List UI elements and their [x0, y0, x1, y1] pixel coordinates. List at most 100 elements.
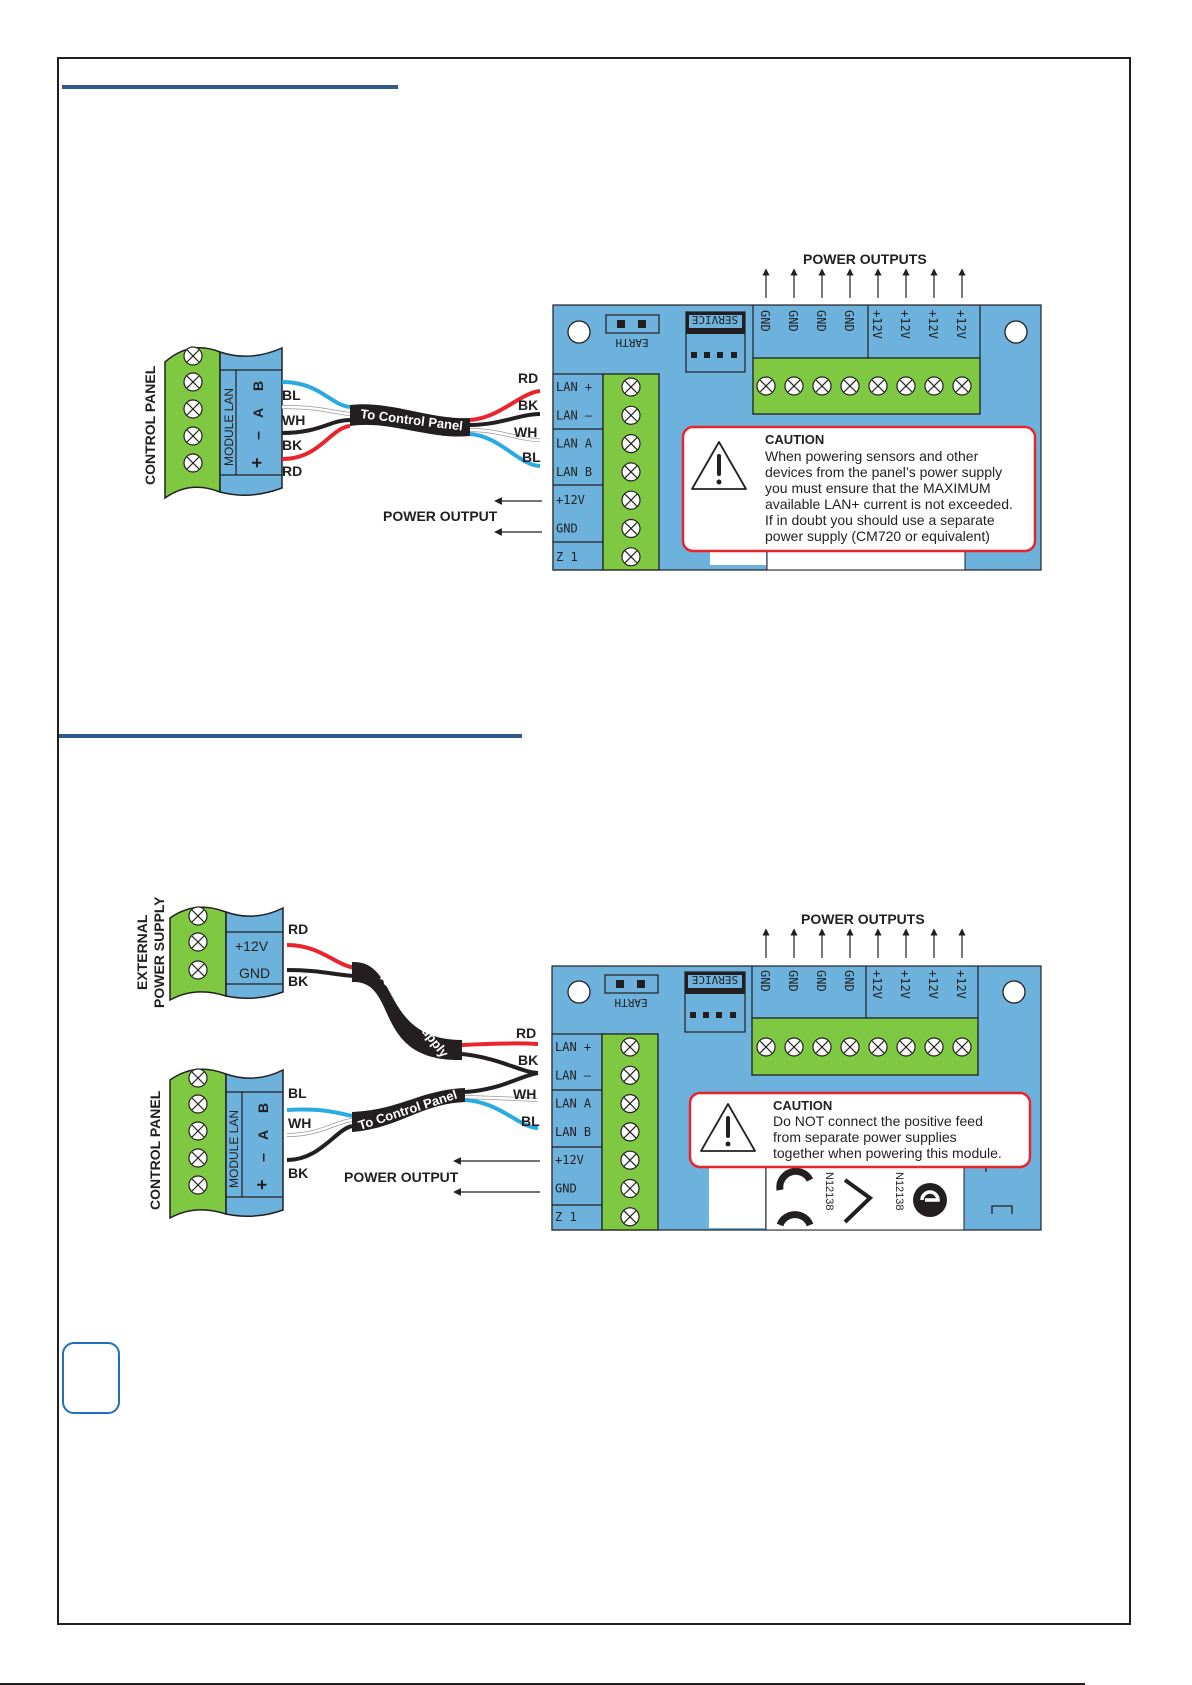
wire-red-right: [461, 1041, 539, 1047]
cable-to-control-panel: [352, 1088, 465, 1132]
terminal-screw[interactable]: [620, 1037, 640, 1057]
terminal-screw[interactable]: [812, 1037, 832, 1057]
psu-wire-black: [286, 968, 356, 978]
power-output-label: POWER OUTPUT: [344, 1169, 459, 1185]
output-terminal-label: +12V: [870, 310, 884, 339]
terminal-screw[interactable]: [812, 376, 832, 396]
terminal-screw[interactable]: [620, 1178, 640, 1199]
terminal-screw[interactable]: [952, 376, 972, 396]
caution-title: CAUTION: [773, 1098, 832, 1113]
wire-label-rd-right: RD: [518, 370, 538, 386]
terminal-screw[interactable]: [924, 1037, 944, 1057]
terminal-screw[interactable]: [952, 1037, 972, 1057]
side-terminal-label: LAN –: [556, 408, 593, 422]
caution-line: power supply (CM720 or equivalent): [765, 528, 990, 544]
psu-wire-label-rd: RD: [288, 921, 308, 937]
terminal-screw[interactable]: [840, 376, 860, 396]
terminal-sign-b: B: [250, 381, 266, 391]
caution-line: together when powering this module.: [773, 1145, 1002, 1161]
wire-label-bk: BK: [288, 1165, 308, 1181]
terminal-screw[interactable]: [621, 434, 641, 454]
output-terminal-label: GND: [814, 970, 828, 992]
side-terminal-label: +12V: [555, 1153, 584, 1167]
svg-text:SERVICE: SERVICE: [692, 973, 738, 986]
caution-line: Do NOT connect the positive feed: [773, 1113, 983, 1129]
caution-line: from separate power supplies: [773, 1129, 957, 1145]
output-terminal-label: GND: [842, 310, 856, 332]
terminal-screw[interactable]: [924, 376, 944, 396]
terminal-sign-b: B: [255, 1103, 271, 1113]
footer-rule: [0, 1683, 1085, 1685]
terminal-screw[interactable]: [868, 1037, 888, 1057]
output-terminal-label: +12V: [870, 970, 884, 999]
output-terminal-label: +12V: [898, 310, 912, 339]
caution-box-1: CAUTION When powering sensors and other …: [681, 425, 1037, 553]
terminal-screw[interactable]: [620, 1065, 640, 1085]
cable-to-control-panel: [350, 404, 470, 437]
wire-blue-right: [464, 1098, 539, 1130]
earth-jumper: EARTH: [605, 314, 660, 349]
svg-text:EARTH: EARTH: [614, 996, 647, 1009]
psu-terminal-gnd: GND: [239, 965, 270, 981]
terminal-screw[interactable]: [620, 1122, 640, 1142]
wire-label-wh-right: WH: [514, 424, 537, 440]
terminal-screw[interactable]: [620, 1207, 640, 1227]
psu-wire-label-bk: BK: [288, 973, 308, 989]
terminal-screw[interactable]: [621, 518, 641, 539]
terminal-screw[interactable]: [896, 1037, 916, 1057]
terminal-screw[interactable]: [621, 547, 641, 567]
terminal-screw[interactable]: [784, 1037, 804, 1057]
output-terminal-label: +12V: [926, 970, 940, 999]
psu-wire-red: [286, 943, 356, 970]
wire-black-right: [469, 412, 541, 427]
side-terminal-label: LAN B: [555, 1125, 591, 1139]
wire-label-bk-right: BK: [518, 397, 538, 413]
wire-red-right: [469, 389, 541, 422]
terminal-screw[interactable]: [621, 490, 641, 510]
caution-line: When powering sensors and other: [765, 448, 979, 464]
power-outputs-title: POWER OUTPUTS: [803, 251, 927, 267]
caution-line: If in doubt you should use a separate: [765, 512, 995, 528]
terminal-screw[interactable]: [868, 376, 888, 396]
side-terminal-label: LAN +: [556, 380, 592, 394]
output-terminal-label: +12V: [898, 970, 912, 999]
terminal-screw[interactable]: [621, 377, 641, 397]
terminal-screw[interactable]: [620, 1093, 640, 1114]
terminal-screw[interactable]: [620, 1150, 640, 1170]
terminal-screw[interactable]: [756, 376, 776, 396]
wire-label-bl: BL: [288, 1085, 307, 1101]
caution-box-2: CAUTION Do NOT connect the positive feed…: [688, 1091, 1032, 1169]
section-2-heading-rule: [59, 734, 522, 738]
side-terminal-label: LAN –: [555, 1068, 592, 1082]
output-terminal-label: +12V: [926, 310, 940, 339]
terminal-screw[interactable]: [621, 462, 641, 482]
side-terminal-label: LAN A: [555, 1097, 592, 1111]
terminal-screw[interactable]: [621, 405, 641, 425]
output-terminal-label: GND: [842, 970, 856, 992]
terminal-screw[interactable]: [756, 1037, 776, 1057]
wire-label-bk-right: BK: [518, 1052, 538, 1068]
cert-code: N12138: [823, 1172, 835, 1211]
wire-label-bk: BK: [282, 437, 302, 453]
cable-label: To Control Panel: [356, 1087, 459, 1133]
side-terminal-label: +12V: [556, 493, 585, 507]
wire-black-left: [281, 418, 351, 435]
wire-label-wh: WH: [282, 412, 305, 428]
terminal-screw[interactable]: [840, 1037, 860, 1057]
terminal-sign-minus: –: [255, 1153, 272, 1162]
side-terminal-label: LAN A: [556, 437, 593, 451]
side-terminal-label: Z 1: [556, 550, 578, 564]
control-panel-terminal-block-2: CONTROL PANEL MODULE LAN + – A B: [147, 1068, 284, 1220]
caution-line: devices from the panel’s power supply: [765, 464, 1002, 480]
terminal-screw[interactable]: [784, 376, 804, 396]
control-panel-terminal-block: CONTROL PANEL MODULE LAN + – A B: [142, 346, 283, 500]
terminal-screw[interactable]: [896, 376, 916, 396]
module-lan-label: MODULE LAN: [227, 1110, 241, 1188]
rcm-mark-icon: [843, 1178, 874, 1224]
terminal-sign-a: A: [255, 1130, 271, 1140]
terminal-sign-plus: +: [247, 457, 267, 468]
